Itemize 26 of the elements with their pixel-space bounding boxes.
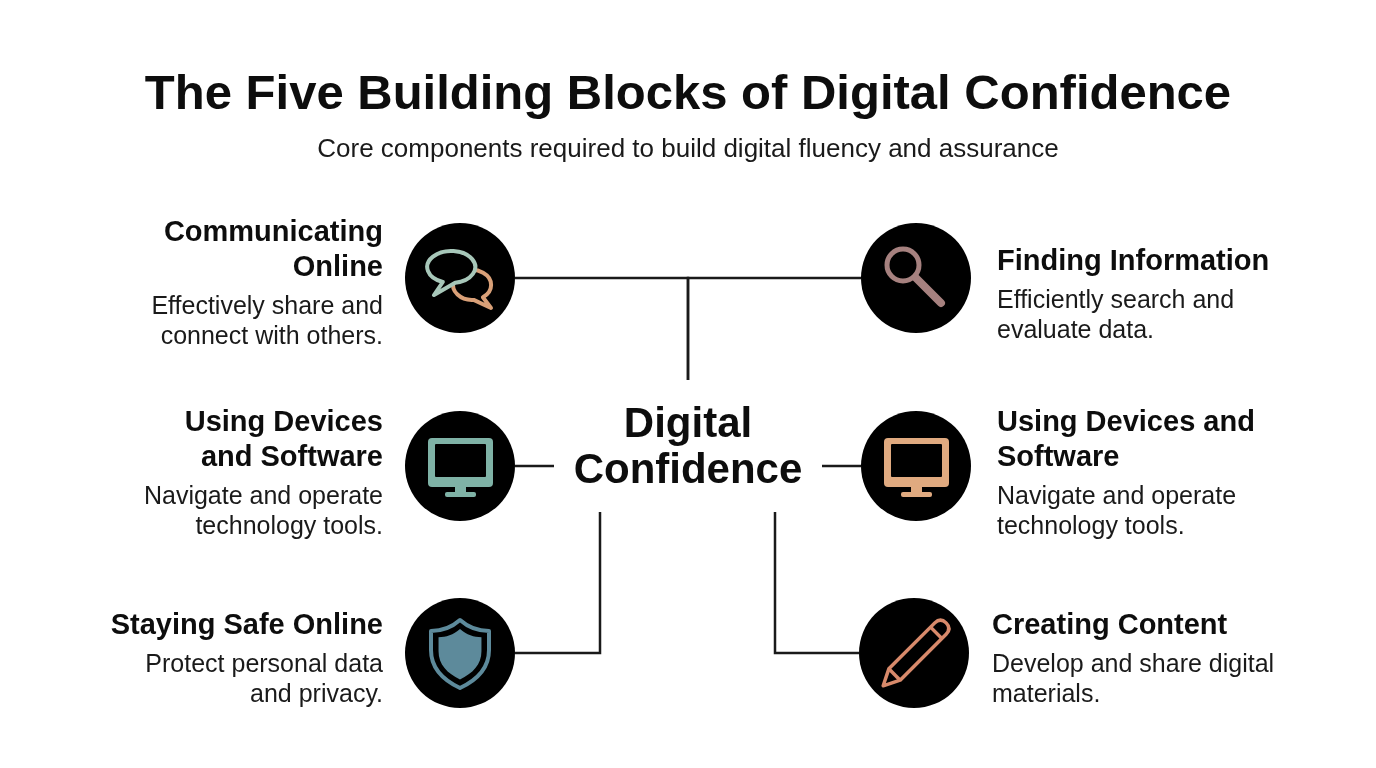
block-title: Staying Safe Online [110,607,383,642]
central-topic: Digital Confidence [573,400,803,492]
block-description: Efficiently search and evaluate data. [997,284,1236,344]
block-description: Navigate and operate technology tools. [997,480,1238,540]
speech-bubbles-icon [405,223,515,333]
block-title: Creating Content [992,607,1228,642]
shield-icon [405,598,515,708]
monitor-icon [861,411,971,521]
block-description: Develop and share digital materials. [992,648,1276,708]
title: The Five Building Blocks of Digital Confidence [144,64,1232,120]
block-title: Using Devices and Software [183,404,383,474]
connector-line [515,464,554,468]
block-title: Using Devices and Software [997,404,1256,474]
connector-line [686,276,861,380]
block-description: Protect personal data and privacy. [144,648,383,708]
block-description: Navigate and operate technology tools. [142,480,383,540]
monitor-icon [405,411,515,521]
pencil-icon [859,598,969,708]
connector-line [822,464,861,468]
subtitle: Core components required to build digital fluency and assurance [317,132,1059,164]
block-title: Communicating Online [162,214,383,284]
block-title: Finding Information [997,243,1270,278]
connector-line [515,512,602,655]
connector-line [773,512,859,655]
search-icon [861,223,971,333]
block-description: Effectively share and connect with others. [150,290,383,350]
